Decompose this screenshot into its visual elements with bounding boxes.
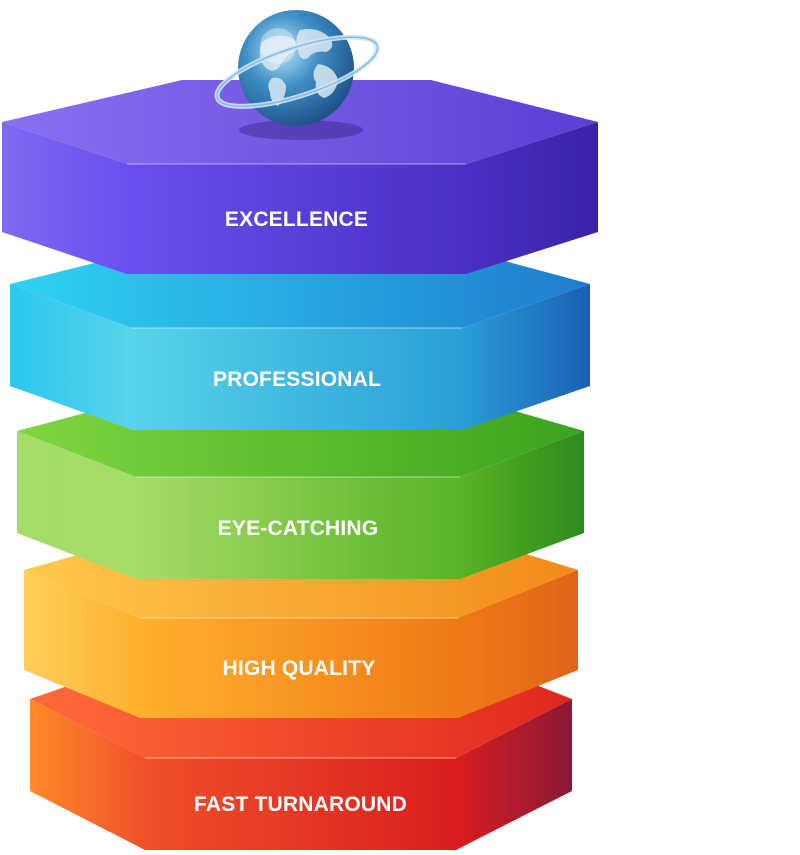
layer-label: EYE-CATCHING	[218, 517, 379, 540]
layer-left-face	[2, 122, 127, 274]
layer-front-face	[132, 328, 462, 430]
layer-front-face	[140, 618, 458, 718]
layer-label: EXCELLENCE	[225, 208, 368, 231]
layer-label: PROFESSIONAL	[213, 368, 381, 391]
layer-label: FAST TURNAROUND	[194, 793, 407, 816]
globe-sphere	[238, 10, 354, 126]
layer-right-face	[456, 699, 572, 850]
layer-group: FAST TURNAROUND HIGH QUALITY EYE-CATCHING P…	[2, 80, 598, 850]
layer-right-face	[466, 122, 598, 274]
layer-1: EXCELLENCE	[2, 80, 598, 274]
layer-left-face	[24, 570, 140, 718]
layer-right-face	[462, 284, 590, 430]
layer-front-face	[145, 758, 456, 850]
layer-label: HIGH QUALITY	[223, 657, 376, 680]
globe-shadow	[239, 120, 363, 140]
layer-left-face	[10, 284, 132, 430]
globe-icon	[214, 10, 380, 140]
layer-left-face	[17, 431, 136, 579]
layer-right-face	[458, 570, 578, 718]
layer-left-face	[30, 699, 145, 850]
globe-ring-inner	[216, 36, 379, 108]
layer-front-face	[127, 164, 466, 274]
layer-right-face	[460, 431, 584, 579]
layer-front-face	[136, 477, 460, 579]
